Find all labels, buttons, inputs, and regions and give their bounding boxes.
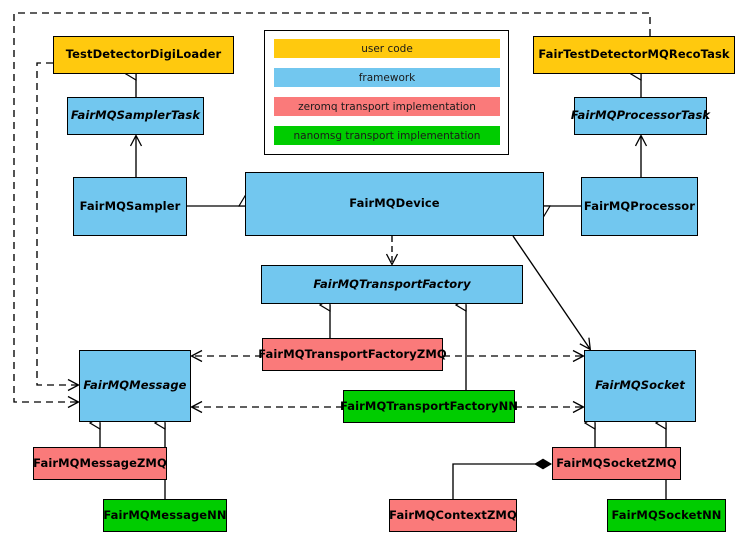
legend-swatch-framework: framework: [274, 68, 500, 87]
node-fairmqdevice[interactable]: FairMQDevice: [245, 172, 544, 236]
node-fairmqsocketzmq[interactable]: FairMQSocketZMQ: [552, 447, 681, 480]
node-fairmqtransportfactoryzmq[interactable]: FairMQTransportFactoryZMQ: [258, 338, 447, 371]
node-fairmqmessagenn[interactable]: FairMQMessageNN: [103, 499, 227, 532]
node-testdetectordigiloader[interactable]: TestDetectorDigiLoader: [53, 36, 234, 74]
node-fairmqsampler[interactable]: FairMQSampler: [73, 177, 187, 236]
node-fairmqprocessortask[interactable]: FairMQProcessorTask: [571, 97, 710, 135]
node-fairmqcontextzmq[interactable]: FairMQContextZMQ: [389, 499, 517, 532]
legend-swatch-nanomsg: nanomsg transport implementation: [274, 126, 500, 145]
node-fairmqmessage[interactable]: FairMQMessage: [79, 350, 191, 422]
node-fairmqtransportfactorynn[interactable]: FairMQTransportFactoryNN: [340, 390, 518, 423]
node-fairtestdetectormqrecotask[interactable]: FairTestDetectorMQRecoTask: [533, 36, 735, 74]
legend-swatch-zeromq: zeromq transport implementation: [274, 97, 500, 116]
edge-contextzmq-to-socketzmq: [452, 458, 552, 499]
edge-device-to-socket: [512, 235, 592, 351]
node-fairmqprocessor[interactable]: FairMQProcessor: [581, 177, 698, 236]
node-fairmqtransportfactory[interactable]: FairMQTransportFactory: [261, 265, 523, 304]
node-fairmqsocketnn[interactable]: FairMQSocketNN: [607, 499, 726, 532]
legend-box: user code framework zeromq transport imp…: [264, 30, 509, 155]
node-fairmqmessagezmq[interactable]: FairMQMessageZMQ: [33, 447, 167, 480]
node-fairmqsamplertask[interactable]: FairMQSamplerTask: [67, 97, 204, 135]
node-fairmqsocket[interactable]: FairMQSocket: [584, 350, 696, 422]
legend-swatch-user-code: user code: [274, 39, 500, 58]
